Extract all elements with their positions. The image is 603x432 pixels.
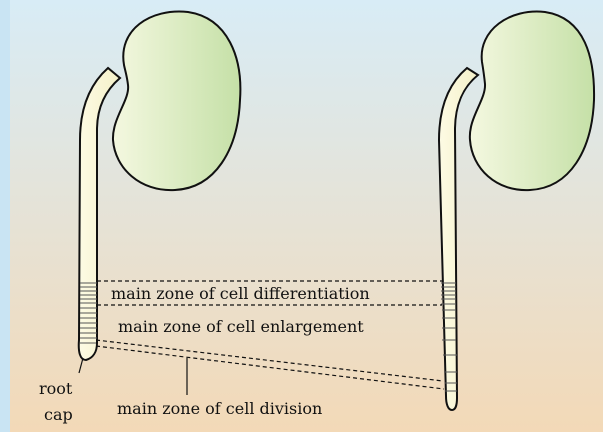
label-cell-differentiation: main zone of cell differentiation <box>111 284 370 303</box>
label-root-cap-line2: cap <box>44 405 73 424</box>
label-root-cap-line1: root <box>39 379 73 398</box>
cotyledon-left <box>113 12 240 191</box>
cotyledon-right <box>470 12 594 191</box>
label-cell-enlargement: main zone of cell enlargement <box>118 317 364 336</box>
label-cell-division: main zone of cell division <box>117 399 322 418</box>
